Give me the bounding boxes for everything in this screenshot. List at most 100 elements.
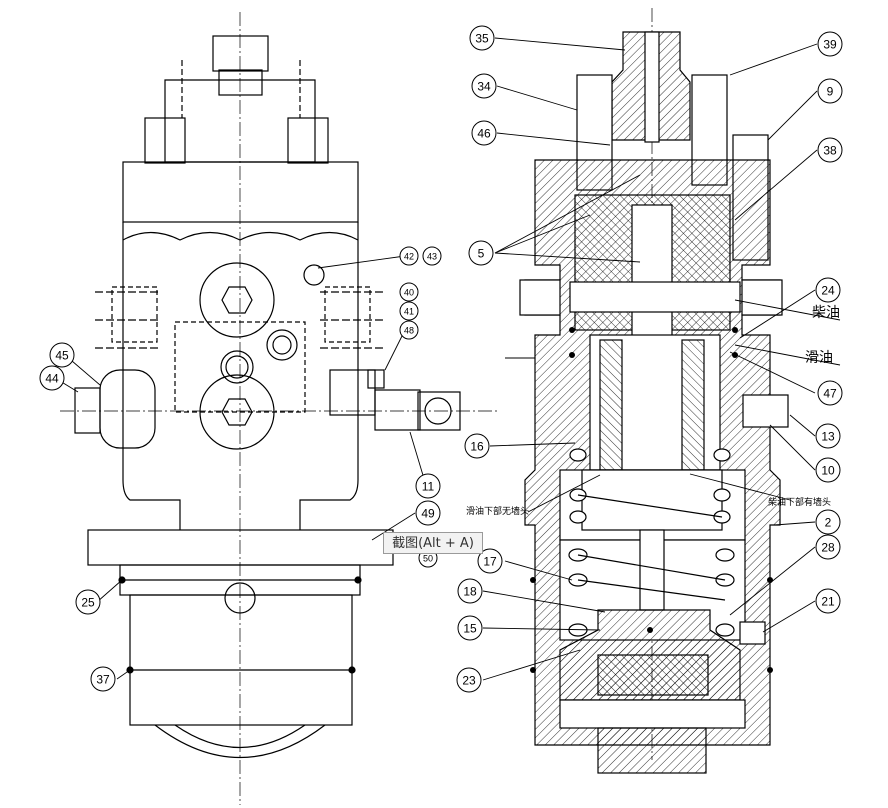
- balloon-label: 38: [823, 144, 837, 158]
- balloon-42: 42: [399, 246, 419, 266]
- balloon-circle: [815, 509, 841, 535]
- balloon-label: 25: [81, 596, 95, 610]
- balloon-label: 47: [823, 387, 837, 401]
- balloon-circle: [468, 240, 494, 266]
- balloon-circle: [817, 380, 843, 406]
- balloon-label: 43: [427, 252, 437, 262]
- balloon-circle: [817, 78, 843, 104]
- balloon-circle: [415, 473, 441, 499]
- balloon-circle: [399, 246, 419, 266]
- balloon-39: 39: [817, 31, 843, 57]
- label-diesel-oil: 柴油: [812, 305, 840, 321]
- balloon-35: 35: [469, 25, 495, 51]
- balloon-49: 49: [415, 500, 441, 526]
- balloon-label: 17: [483, 555, 497, 569]
- balloon-label: 39: [823, 38, 837, 52]
- balloon-label: 48: [404, 326, 414, 336]
- balloon-label: 11: [422, 480, 435, 494]
- balloon-28: 28: [815, 534, 841, 560]
- balloon-circle: [399, 282, 419, 302]
- balloon-circle: [457, 615, 483, 641]
- balloon-2: 2: [815, 509, 841, 535]
- balloon-label: 41: [404, 307, 414, 317]
- balloon-label: 42: [404, 252, 414, 262]
- balloon-label: 50: [423, 554, 433, 564]
- balloon-24: 24: [815, 277, 841, 303]
- balloon-18: 18: [457, 578, 483, 604]
- balloon-23: 23: [456, 667, 482, 693]
- balloon-circle: [456, 667, 482, 693]
- balloon-label: 9: [827, 85, 834, 99]
- balloon-label: 40: [404, 288, 414, 298]
- balloon-label: 21: [821, 595, 835, 609]
- balloon-48: 48: [399, 320, 419, 340]
- balloon-circle: [817, 31, 843, 57]
- balloon-circle: [75, 589, 101, 615]
- balloon-circle: [815, 534, 841, 560]
- balloon-47: 47: [817, 380, 843, 406]
- balloon-label: 46: [477, 127, 491, 141]
- balloon-layer: 35 39 34 9 46 38 5 42 43 40 41 48 24 45 44 47 13 16 10 11 49…: [39, 25, 843, 693]
- left-exterior-view: [60, 12, 500, 805]
- balloon-label: 34: [477, 80, 491, 94]
- balloon-25: 25: [75, 589, 101, 615]
- balloon-circle: [49, 342, 75, 368]
- balloon-label: 49: [421, 507, 435, 521]
- right-section-view: [519, 8, 789, 774]
- annotation-layer: 柴油 滑油 滑油下部无墙头 柴油下部有墙头: [466, 305, 840, 517]
- balloon-label: 16: [470, 440, 484, 454]
- balloon-16: 16: [464, 433, 490, 459]
- balloon-38: 38: [817, 137, 843, 163]
- balloon-circle: [815, 588, 841, 614]
- label-lube-bottom-no-head: 滑油下部无墙头: [466, 505, 529, 517]
- balloon-circle: [90, 666, 116, 692]
- balloon-label: 5: [478, 247, 485, 261]
- balloon-label: 18: [463, 585, 477, 599]
- balloon-label: 10: [821, 464, 835, 478]
- balloon-37: 37: [90, 666, 116, 692]
- balloon-label: 23: [462, 674, 476, 688]
- balloon-label: 13: [821, 430, 835, 444]
- balloon-circle: [477, 548, 503, 574]
- balloon-label: 24: [821, 284, 835, 298]
- balloon-17: 17: [477, 548, 503, 574]
- balloon-41: 41: [399, 301, 419, 321]
- balloon-11: 11: [415, 473, 441, 499]
- balloon-10: 10: [815, 457, 841, 483]
- balloon-circle: [815, 457, 841, 483]
- balloon-circle: [471, 120, 497, 146]
- balloon-circle: [399, 320, 419, 340]
- balloon-label: 37: [96, 673, 110, 687]
- balloon-circle: [39, 365, 65, 391]
- balloon-circle: [471, 73, 497, 99]
- balloon-label: 45: [55, 349, 69, 363]
- screenshot-tooltip: 截图(Alt + A): [383, 532, 483, 554]
- balloon-circle: [399, 301, 419, 321]
- balloon-15: 15: [457, 615, 483, 641]
- balloon-circle: [815, 423, 841, 449]
- balloon-45: 45: [49, 342, 75, 368]
- balloon-46: 46: [471, 120, 497, 146]
- balloon-label: 2: [825, 516, 832, 530]
- balloon-circle: [817, 137, 843, 163]
- balloon-5: 5: [468, 240, 494, 266]
- balloon-label: 44: [45, 372, 59, 386]
- balloon-label: 28: [821, 541, 835, 555]
- balloon-21: 21: [815, 588, 841, 614]
- balloon-circle: [464, 433, 490, 459]
- balloon-9: 9: [817, 78, 843, 104]
- balloon-13: 13: [815, 423, 841, 449]
- leader-lines: [54, 37, 841, 681]
- balloon-44: 44: [39, 365, 65, 391]
- label-diesel-bottom-with-head: 柴油下部有墙头: [768, 496, 831, 508]
- balloon-circle: [422, 246, 442, 266]
- balloon-circle: [469, 25, 495, 51]
- balloon-circle: [457, 578, 483, 604]
- balloon-circle: [415, 500, 441, 526]
- label-lube-oil: 滑油: [805, 349, 833, 366]
- balloon-label: 35: [475, 32, 489, 46]
- balloon-circle: [815, 277, 841, 303]
- balloon-label: 15: [463, 622, 477, 636]
